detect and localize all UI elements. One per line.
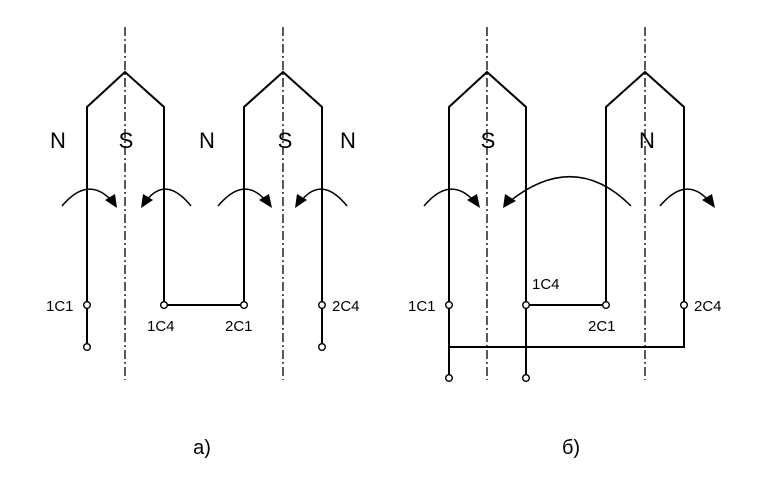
caption-a: а) [193, 437, 211, 459]
terminal-end-1-a [82, 343, 91, 352]
pole-label-a-2: S [119, 128, 134, 153]
terminal-2c4-b [680, 301, 689, 310]
coil-2-b [449, 70, 685, 348]
terminal-end-1-b [445, 374, 454, 383]
caption-b: б) [562, 437, 580, 459]
pole-label-b-2: N [639, 128, 655, 153]
diagram-a: N S N S N 1C1 1C4 2C1 2C4 а) [46, 27, 360, 459]
flux-arrow-a-4 [300, 188, 348, 207]
terminal-label-2c1-b: 2C1 [588, 318, 616, 335]
terminal-label-1c1-a: 1C1 [46, 298, 74, 315]
terminal-label-1c4-a: 1C4 [147, 318, 175, 335]
flux-arrow-a-2 [145, 188, 192, 207]
terminal-1c1-a [82, 301, 91, 310]
pole-label-b-1: S [481, 128, 496, 153]
flux-arrow-b-3 [659, 188, 710, 207]
terminal-1c4-b [522, 301, 531, 310]
terminal-label-1c1-b: 1C1 [408, 298, 436, 315]
terminal-end-2-a [318, 343, 327, 352]
terminal-label-2c1-a: 2C1 [225, 318, 253, 335]
terminal-1c4-a [159, 301, 168, 310]
terminal-2c1-b [602, 301, 611, 310]
flux-arrow-a-1 [61, 188, 113, 207]
terminal-label-2c4-b: 2C4 [694, 298, 722, 315]
diagram-b: S N 1C1 1C4 2C1 2C4 б) [408, 27, 722, 459]
pole-label-a-4: S [278, 128, 293, 153]
flux-arrow-a-3 [217, 188, 267, 207]
terminal-1c1-b [445, 301, 454, 310]
coil-1-a [86, 70, 165, 305]
pole-label-a-1: N [50, 128, 66, 153]
pole-label-a-3: N [199, 128, 215, 153]
coil-2-a [243, 70, 323, 305]
terminal-2c1-a [239, 301, 248, 310]
pole-label-a-5: N [340, 128, 356, 153]
terminal-label-1c4-b: 1C4 [532, 276, 560, 293]
coil-1-b [448, 70, 527, 378]
flux-arrow-b-1 [423, 188, 475, 207]
terminal-2c4-a [318, 301, 327, 310]
flux-arrow-b-2 [509, 175, 632, 207]
terminal-end-2-b [522, 374, 531, 383]
terminal-label-2c4-a: 2C4 [332, 298, 360, 315]
